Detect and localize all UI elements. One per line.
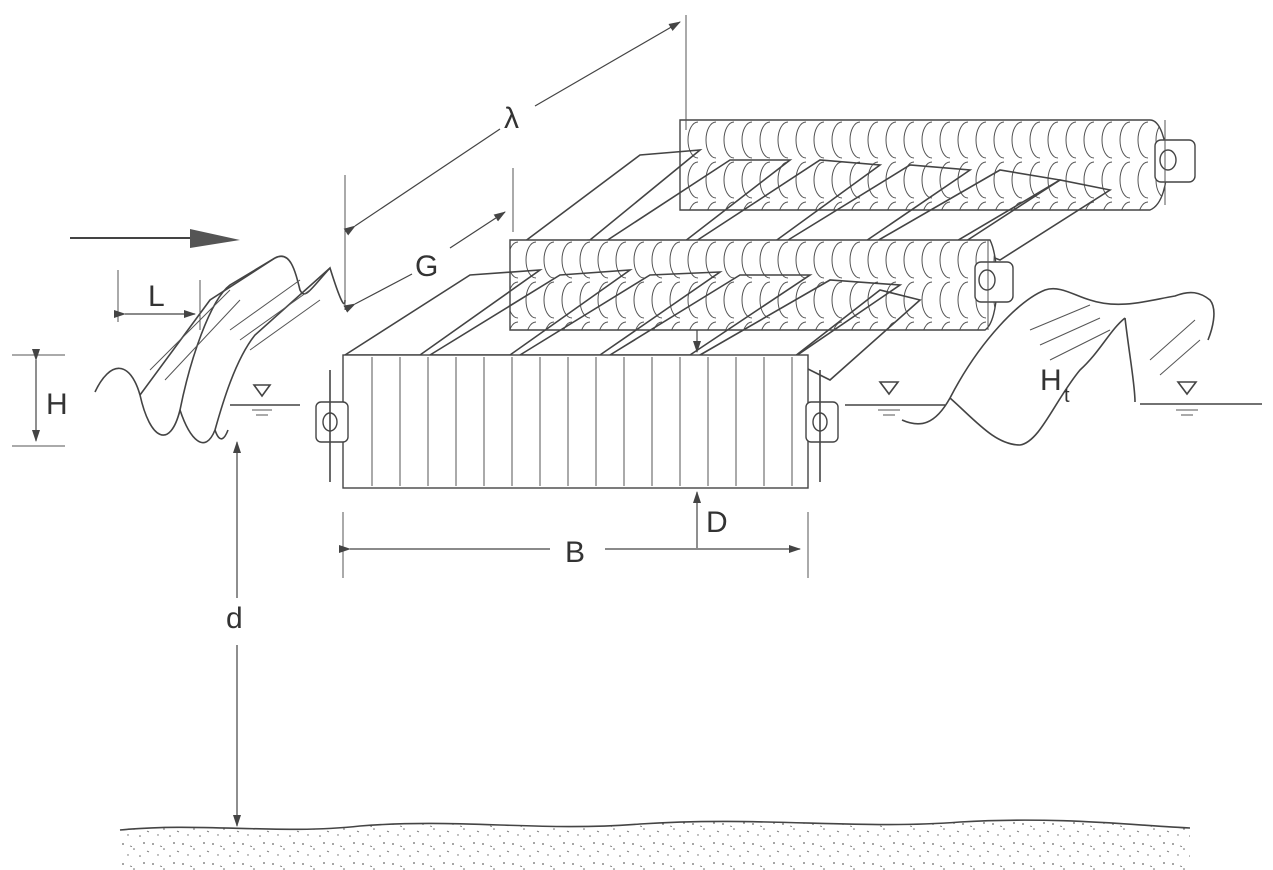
front-tire-stack	[316, 355, 838, 488]
wave-direction-arrow	[70, 229, 240, 248]
gap-label: G	[415, 250, 438, 283]
back-tire-row	[680, 120, 1195, 210]
spacing-label: λ	[504, 102, 519, 135]
incident-wave	[95, 256, 345, 442]
wave-height-label: H	[46, 388, 68, 421]
depth-label: d	[226, 602, 243, 635]
diameter-label: D	[706, 506, 728, 539]
right-connector	[806, 370, 838, 482]
wave-length-label: L	[148, 280, 165, 313]
width-dimension: B	[343, 512, 808, 578]
wave-length-dimension: L	[118, 270, 200, 330]
water-level-right	[1140, 382, 1262, 415]
water-level-middle	[845, 382, 945, 415]
wave-height-dimension: H	[12, 355, 68, 446]
transmitted-height-label: H	[1040, 364, 1062, 397]
transmitted-height-subscript: t	[1064, 385, 1070, 407]
water-level-left	[230, 385, 300, 415]
width-label: B	[565, 536, 585, 569]
gap-dimension: G	[355, 168, 513, 304]
middle-tire-row	[510, 240, 1013, 330]
depth-dimension: d	[226, 442, 243, 826]
seabed	[120, 820, 1190, 870]
